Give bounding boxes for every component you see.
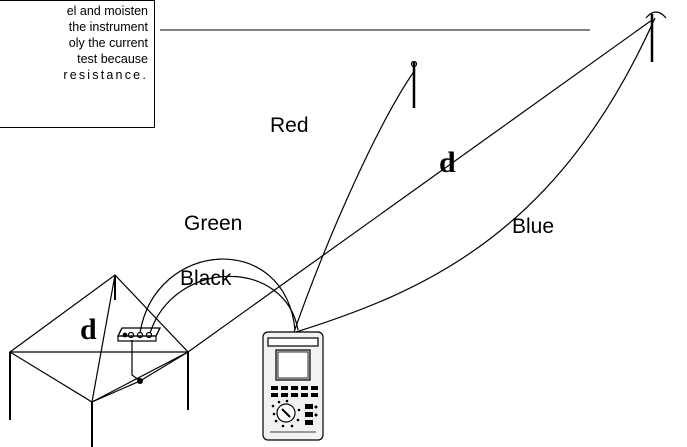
earth-tester-instrument [262,331,324,441]
note-line: resistance. [63,68,148,82]
green-lead [139,258,296,334]
test-leads [139,17,656,353]
distance-line [187,19,653,353]
note-line: the instrument [68,20,148,34]
note-line: el and moisten [66,4,148,18]
grid-distance-label: d [80,313,97,346]
instruction-note: el and moisten the instrument oly the cu… [0,0,155,128]
note-line: test because [77,52,148,66]
potential-spike [410,60,418,108]
current-spike [645,11,667,62]
red-lead [293,69,416,333]
red-lead-label: Red [270,114,309,137]
note-line: oly the current [68,36,148,50]
ground-grid [8,274,189,447]
blue-lead-label: Blue [512,215,555,238]
black-lead [149,275,299,334]
terminal-box [117,327,161,342]
black-lead-label: Black [180,267,232,290]
spike-distance-label: d [439,146,456,179]
blue-lead [295,17,656,333]
grid-junction-dot [137,378,143,384]
green-lead-label: Green [184,212,243,235]
